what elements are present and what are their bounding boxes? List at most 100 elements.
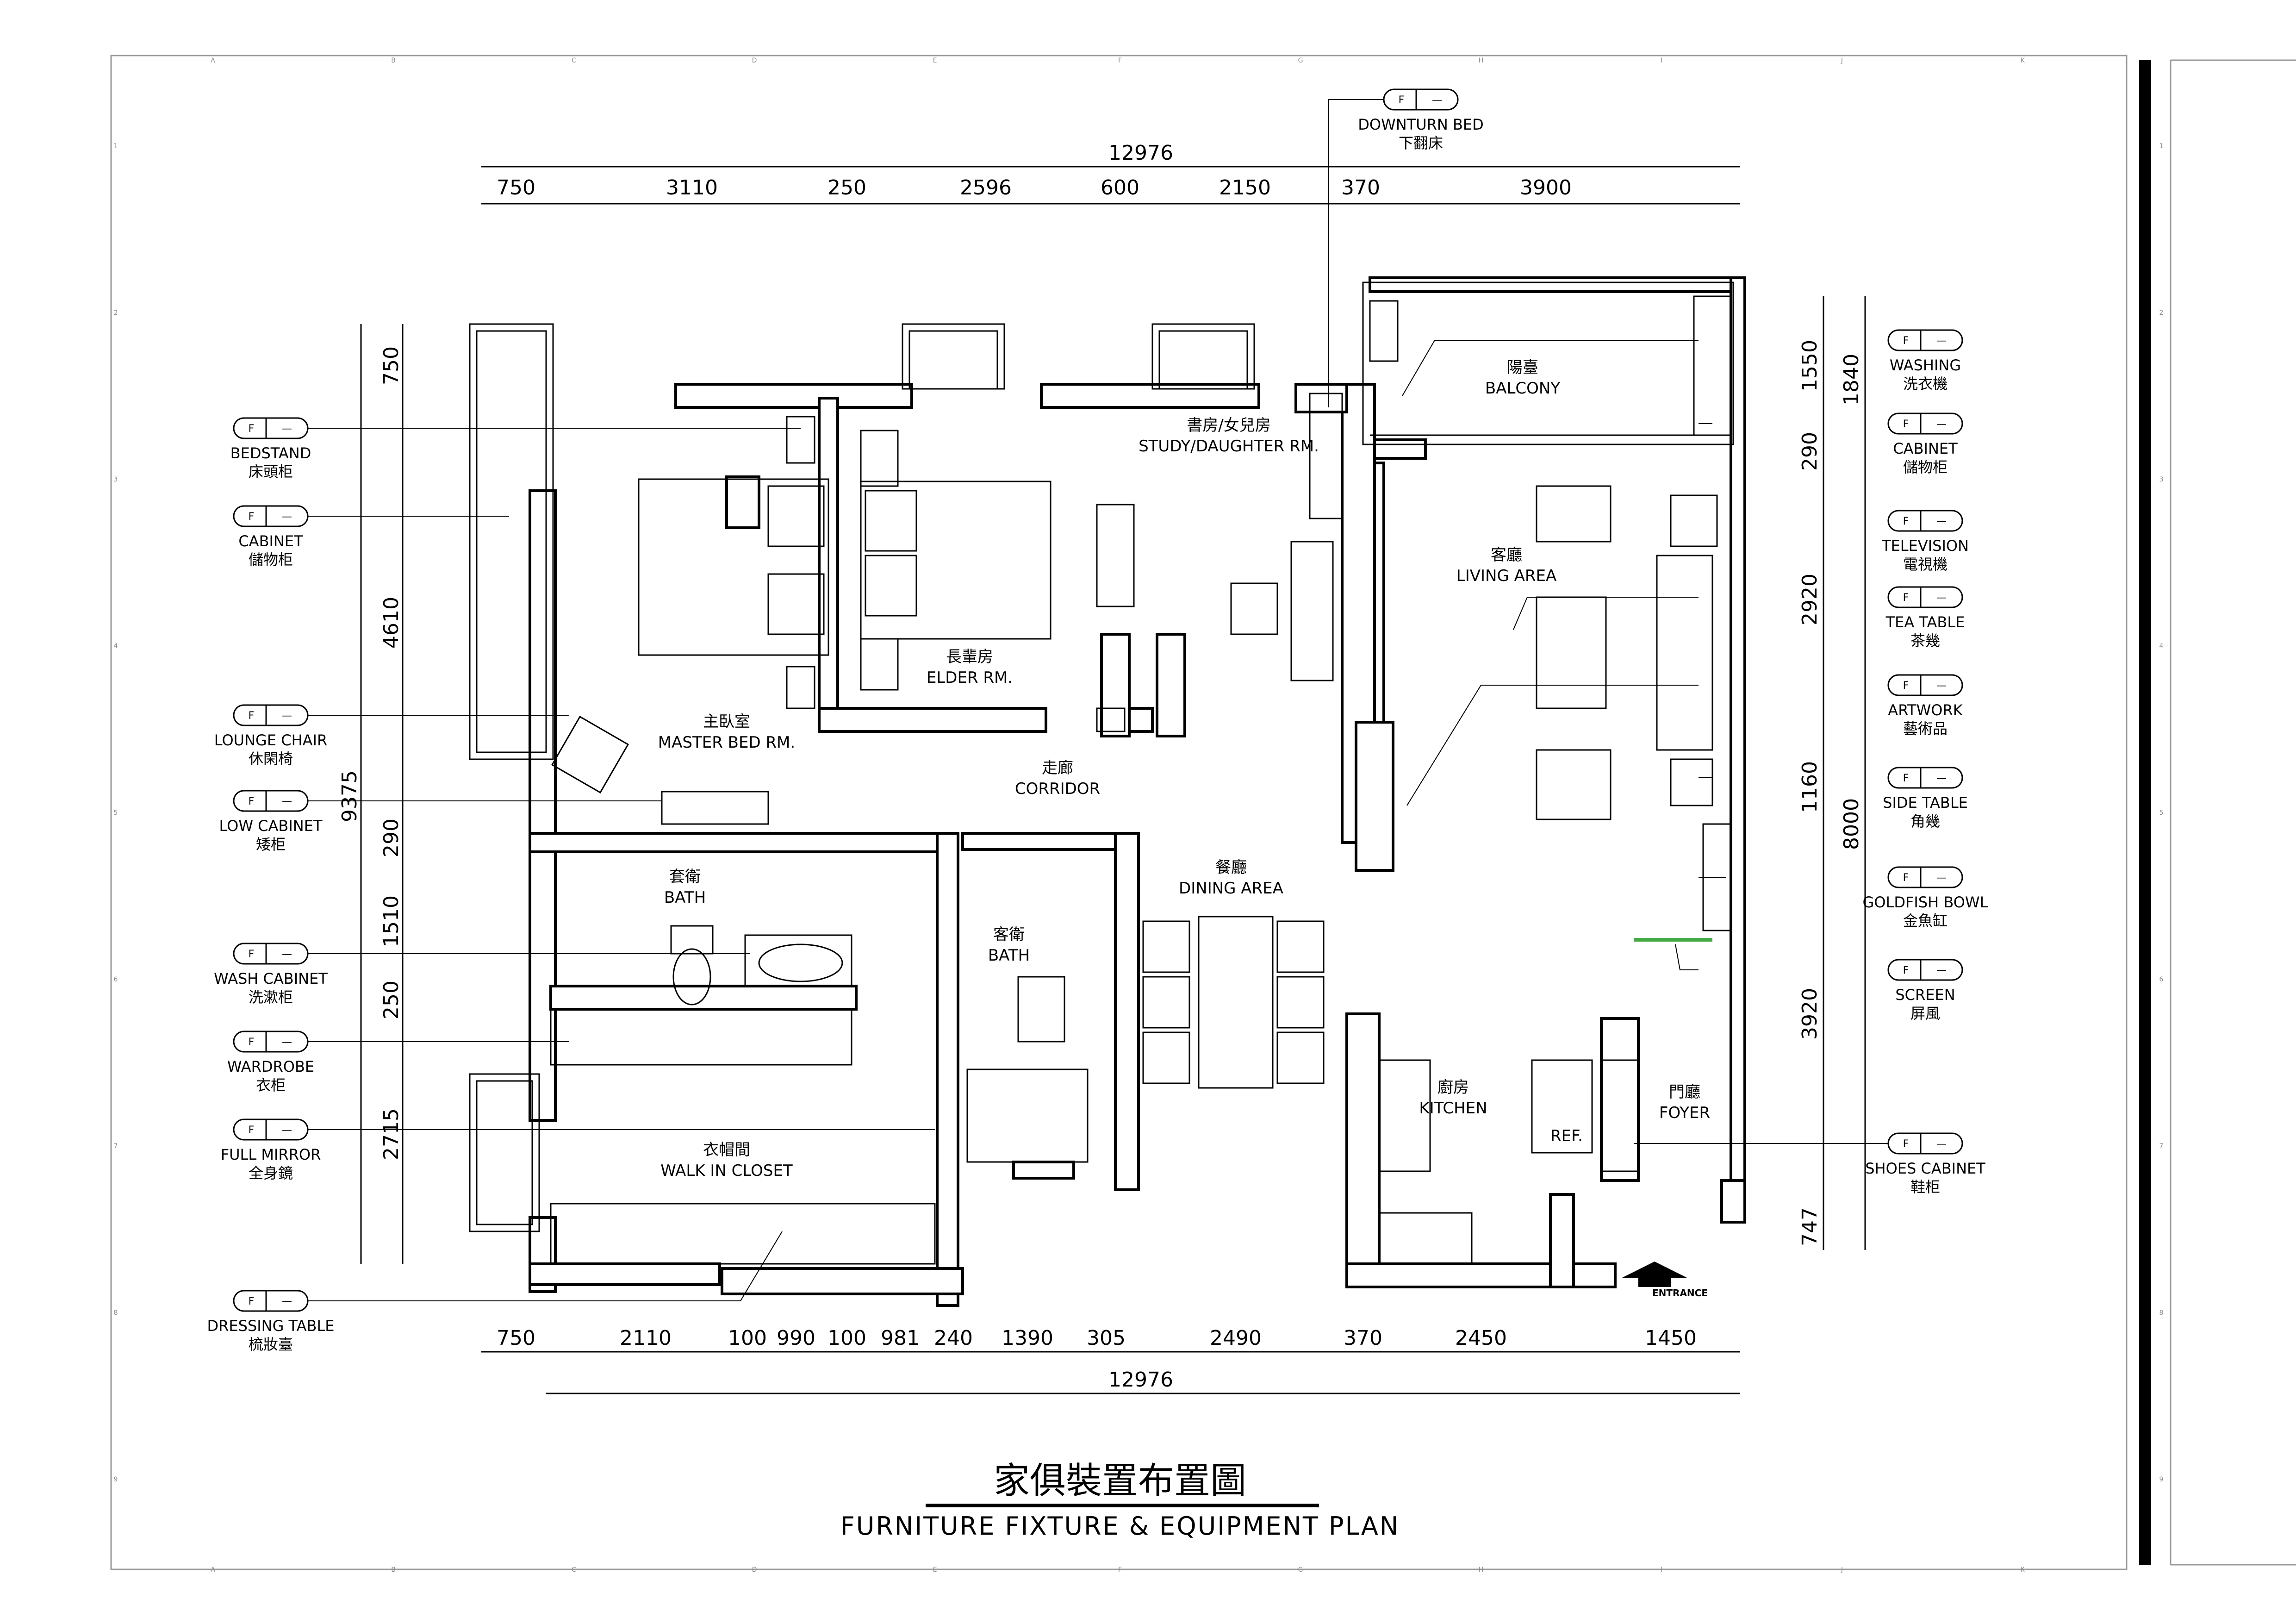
dim-bottom: 1450	[1645, 1326, 1697, 1350]
elder-bed	[860, 481, 1052, 640]
room-label-cn-study: 書房/女兒房	[1187, 416, 1270, 435]
tag-label-cn: 下翻床	[1399, 134, 1443, 152]
dim-bottom: 2110	[620, 1326, 672, 1350]
tag-f-letter: F	[1903, 516, 1909, 527]
tag-dash: —	[1936, 335, 1947, 347]
tag-label-en: BEDSTAND	[230, 444, 311, 462]
dim-bottom: 100	[828, 1326, 866, 1350]
entrance-arrow-icon	[1622, 1262, 1687, 1287]
room-label-en-corridor: CORRIDOR	[1015, 780, 1100, 798]
dimension-lines	[360, 166, 1866, 1394]
tag-label-en: WARDROBE	[227, 1058, 314, 1075]
sheet-frame	[110, 55, 2296, 1570]
tag-label-cn: 洗漱柜	[249, 988, 293, 1006]
tag-f-letter: F	[1903, 680, 1909, 692]
dim-top-total: 12976	[1108, 141, 1173, 165]
dim-left: 1510	[380, 895, 403, 947]
grid-row-label: 8	[114, 1309, 118, 1317]
title-english: FURNITURE FIXTURE & EQUIPMENT PLAN	[840, 1512, 1400, 1541]
grid-column-label: F	[1118, 57, 1122, 64]
room-label-en-master: MASTER BED RM.	[658, 733, 795, 752]
dim-bottom-total: 12976	[1108, 1368, 1173, 1392]
tag-dash: —	[1432, 94, 1442, 106]
room-label-cn-guestbath: 客衛	[993, 925, 1025, 944]
grid-column-label: B	[391, 57, 396, 64]
tag-dash: —	[282, 1037, 292, 1048]
grid-column-label: J	[1841, 1566, 1843, 1574]
grid-column-label: H	[1479, 1566, 1484, 1574]
grid-row-label: 6	[114, 976, 118, 983]
tag-label-en: FULL MIRROR	[221, 1146, 321, 1163]
dim-right: 2920	[1798, 574, 1822, 625]
room-label-en-ref: REF.	[1550, 1127, 1583, 1145]
grid-row-label: 5	[114, 809, 118, 817]
tag-label-en: WASH CABINET	[214, 970, 328, 987]
tag-dash: —	[1936, 1138, 1947, 1150]
dim-top: 600	[1101, 176, 1139, 200]
grid-column-label: G	[1298, 1566, 1303, 1574]
tag-dash: —	[282, 423, 292, 435]
sofa	[1656, 555, 1713, 751]
room-label-cn-foyer: 門廳	[1669, 1083, 1700, 1101]
dim-bottom: 305	[1087, 1326, 1126, 1350]
dim-top: 2596	[960, 176, 1012, 200]
grid-row-label: 1	[114, 143, 118, 150]
tag-f-letter: F	[249, 511, 255, 523]
grid-row-label: 3	[114, 476, 118, 483]
lounge-chair	[551, 715, 629, 794]
tag-label-cn: 屏風	[1910, 1005, 1940, 1022]
tag-f-letter: F	[249, 796, 255, 807]
grid-row-label: 9	[114, 1476, 118, 1483]
low-cabinet	[661, 791, 769, 825]
tag-dash: —	[282, 511, 292, 523]
ensuite-vanity	[744, 934, 852, 987]
tag-label-cn: 洗衣機	[1903, 375, 1948, 393]
furniture	[550, 295, 1732, 1265]
grid-row-label: 5	[2159, 809, 2164, 817]
tag-dash: —	[282, 949, 292, 960]
room-label-cn-master: 主臥室	[703, 712, 750, 731]
grid-column-label: I	[1661, 1566, 1662, 1574]
room-label-cn-kitchen: 廚房	[1437, 1078, 1469, 1097]
balconies	[469, 281, 1734, 1232]
room-label-en-closet: WALK IN CLOSET	[660, 1162, 793, 1180]
dining-table	[1198, 916, 1274, 1089]
tag-label-cn: 休閑椅	[249, 750, 293, 768]
dim-top: 2150	[1219, 176, 1271, 200]
dim-right: 1160	[1798, 761, 1822, 813]
grid-row-label: 2	[114, 309, 118, 317]
dim-top: 3110	[666, 176, 718, 200]
grid-column-label: I	[1661, 57, 1662, 64]
tag-dash: —	[1936, 516, 1947, 527]
dim-bottom: 990	[777, 1326, 815, 1350]
grid-column-label: G	[1298, 57, 1303, 64]
room-label-cn-elder: 長輩房	[946, 648, 993, 666]
room-label-en-ensuite: BATH	[664, 888, 706, 907]
title-chinese: 家俱裝置布置圖	[994, 1460, 1246, 1502]
grid-column-label: E	[933, 57, 937, 64]
dim-top: 750	[497, 176, 535, 200]
tag-f-letter: F	[249, 1124, 255, 1136]
tag-label-en: LOUNGE CHAIR	[214, 731, 327, 749]
grid-row-label: 6	[2159, 976, 2164, 983]
room-label-cn-closet: 衣帽間	[703, 1141, 750, 1159]
grid-row-label: 7	[2159, 1143, 2164, 1150]
tag-dash: —	[282, 796, 292, 807]
room-label-en-guestbath: BATH	[988, 946, 1030, 965]
study-desk	[1290, 541, 1334, 681]
tag-dash: —	[1936, 965, 1947, 976]
grid-row-label: 9	[2159, 1476, 2164, 1483]
tv	[1670, 494, 1718, 547]
room-label-en-study: STUDY/DAUGHTER RM.	[1139, 437, 1319, 456]
